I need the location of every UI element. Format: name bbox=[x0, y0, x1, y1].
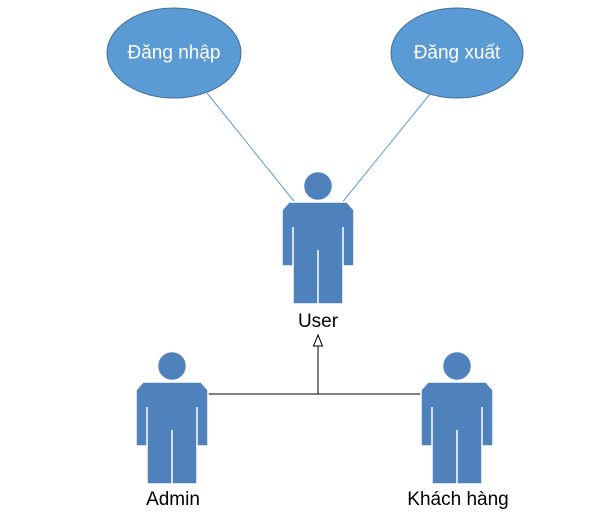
actor-customer-label: Khách hàng bbox=[407, 489, 509, 510]
actor-user-label: User bbox=[297, 311, 339, 332]
generalization-arrowhead bbox=[312, 333, 324, 347]
actor-customer bbox=[420, 350, 494, 485]
association-logout-user bbox=[331, 93, 431, 216]
actor-admin bbox=[135, 350, 209, 485]
use-case-logout-label: Đăng xuất bbox=[413, 42, 501, 64]
actor-user bbox=[281, 170, 355, 305]
association-login-user bbox=[206, 92, 306, 216]
use-case-logout bbox=[390, 7, 524, 99]
use-case-login-label: Đăng nhập bbox=[127, 42, 221, 64]
actor-admin-label: Admin bbox=[146, 489, 200, 510]
use-case-login bbox=[106, 7, 242, 99]
